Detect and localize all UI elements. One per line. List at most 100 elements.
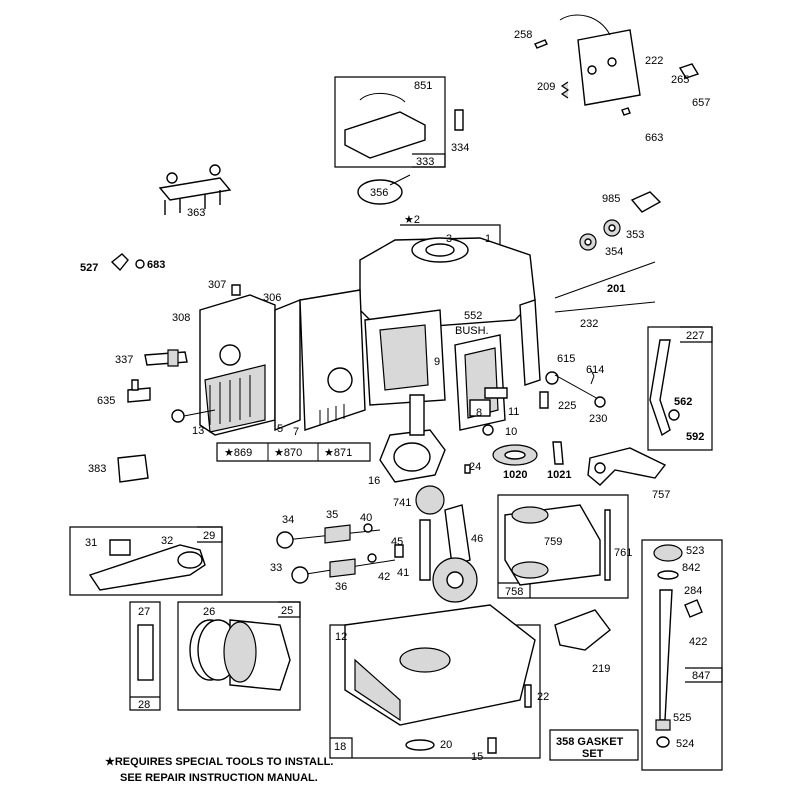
label-232: 232 [580, 318, 598, 330]
label-15: 15 [471, 751, 483, 763]
governor-lever-box [647, 326, 713, 451]
breather-assembly [454, 334, 508, 436]
footnote: ★REQUIRES SPECIAL TOOLS TO INSTALL. SEE … [105, 756, 333, 784]
label-bush: BUSH. [455, 325, 489, 337]
label-3: 3 [446, 233, 452, 245]
label-222: 222 [645, 55, 663, 67]
label-354: 354 [605, 246, 623, 258]
label-759: 759 [544, 536, 562, 548]
piston-pin-box [129, 601, 161, 711]
label-36: 36 [335, 581, 347, 593]
small-parts-lower [487, 609, 611, 754]
label-842: 842 [682, 562, 700, 574]
label-26: 26 [203, 606, 215, 618]
label-45: 45 [391, 536, 403, 548]
throttle-linkage [539, 367, 606, 409]
camshaft [415, 485, 478, 603]
label-871: ★871 [324, 447, 352, 459]
label-524: 524 [676, 738, 694, 750]
label-592: 592 [686, 431, 704, 443]
label-46: 46 [471, 533, 483, 545]
label-422: 422 [689, 636, 707, 648]
spark-plug-and-fasteners [127, 349, 216, 423]
label-615: 615 [557, 353, 575, 365]
flywheel-key-and-seals [464, 441, 564, 474]
label-356: 356 [370, 187, 388, 199]
sump-box [329, 604, 541, 759]
label-985: 985 [602, 193, 620, 205]
label-40: 40 [360, 512, 372, 524]
label-614: 614 [586, 364, 604, 376]
label-1: 1 [485, 233, 491, 245]
label-635: 635 [97, 395, 115, 407]
piston-rings-box [177, 601, 301, 711]
label-265: 265 [671, 74, 689, 86]
label-663: 663 [645, 132, 663, 144]
label-219: 219 [592, 663, 610, 675]
counterweight-box [497, 494, 629, 599]
label-334: 334 [451, 142, 469, 154]
label-552: 552 [464, 310, 482, 322]
label-22: 22 [537, 691, 549, 703]
counterweight-757 [587, 447, 667, 486]
label-870: ★870 [274, 447, 302, 459]
label-16: 16 [368, 475, 380, 487]
label-5: 5 [277, 423, 283, 435]
footnote-line1: ★REQUIRES SPECIAL TOOLS TO INSTALL. [105, 756, 333, 768]
label-7: 7 [293, 426, 299, 438]
label-683: 683 [147, 259, 165, 271]
label-657: 657 [692, 97, 710, 109]
label-31: 31 [85, 537, 97, 549]
label-523: 523 [686, 545, 704, 557]
label-41: 41 [397, 567, 409, 579]
connecting-rod-box [69, 526, 223, 596]
label-2: ★2 [404, 214, 420, 226]
label-28: 28 [138, 699, 150, 711]
screw-307 [231, 284, 241, 296]
label-869: ★869 [224, 447, 252, 459]
small-parts-upper-right [554, 191, 662, 313]
label-337: 337 [115, 354, 133, 366]
label-258: 258 [514, 29, 532, 41]
label-227: 227 [686, 330, 704, 342]
label-201: 201 [607, 283, 625, 295]
gasket-set-box [549, 729, 639, 761]
label-27: 27 [138, 606, 150, 618]
cylinder-clamp [158, 164, 232, 215]
footnote-line2: SEE REPAIR INSTRUCTION MANUAL. [120, 772, 318, 784]
label-gasket-set-line1: 358 GASKET [556, 736, 624, 748]
label-9: 9 [434, 356, 440, 368]
label-353: 353 [626, 229, 644, 241]
valve-train [276, 523, 404, 584]
label-11: 11 [508, 406, 519, 418]
label-847: 847 [692, 670, 710, 682]
air-vane-assembly [334, 76, 464, 205]
label-33: 33 [270, 562, 282, 574]
oil-fill-dipstick-box [641, 539, 723, 771]
label-24: 24 [469, 461, 481, 473]
label-230: 230 [589, 413, 607, 425]
crankcase-cylinder [359, 224, 541, 406]
label-758: 758 [505, 586, 523, 598]
label-13: 13 [192, 425, 204, 437]
cylinder-head-assembly [199, 289, 371, 462]
label-383: 383 [88, 463, 106, 475]
crankshaft [379, 394, 446, 483]
bracket-527 [110, 253, 145, 272]
label-25: 25 [281, 605, 293, 617]
label-18: 18 [334, 741, 346, 753]
label-761: 761 [614, 547, 632, 559]
label-29: 29 [203, 530, 215, 542]
label-363: 363 [187, 207, 205, 219]
label-1021: 1021 [547, 469, 571, 481]
label-gasket-set-line2: SET [582, 748, 604, 760]
label-851: 851 [414, 80, 432, 92]
part-labels: 258 222 209 265 657 663 851 333 334 356 … [80, 29, 710, 763]
label-757: 757 [652, 489, 670, 501]
label-225: 225 [558, 400, 576, 412]
label-12: 12 [335, 631, 347, 643]
governor-control-assembly [534, 14, 700, 116]
label-306: 306 [263, 292, 281, 304]
label-35: 35 [326, 509, 338, 521]
label-741: 741 [393, 497, 411, 509]
